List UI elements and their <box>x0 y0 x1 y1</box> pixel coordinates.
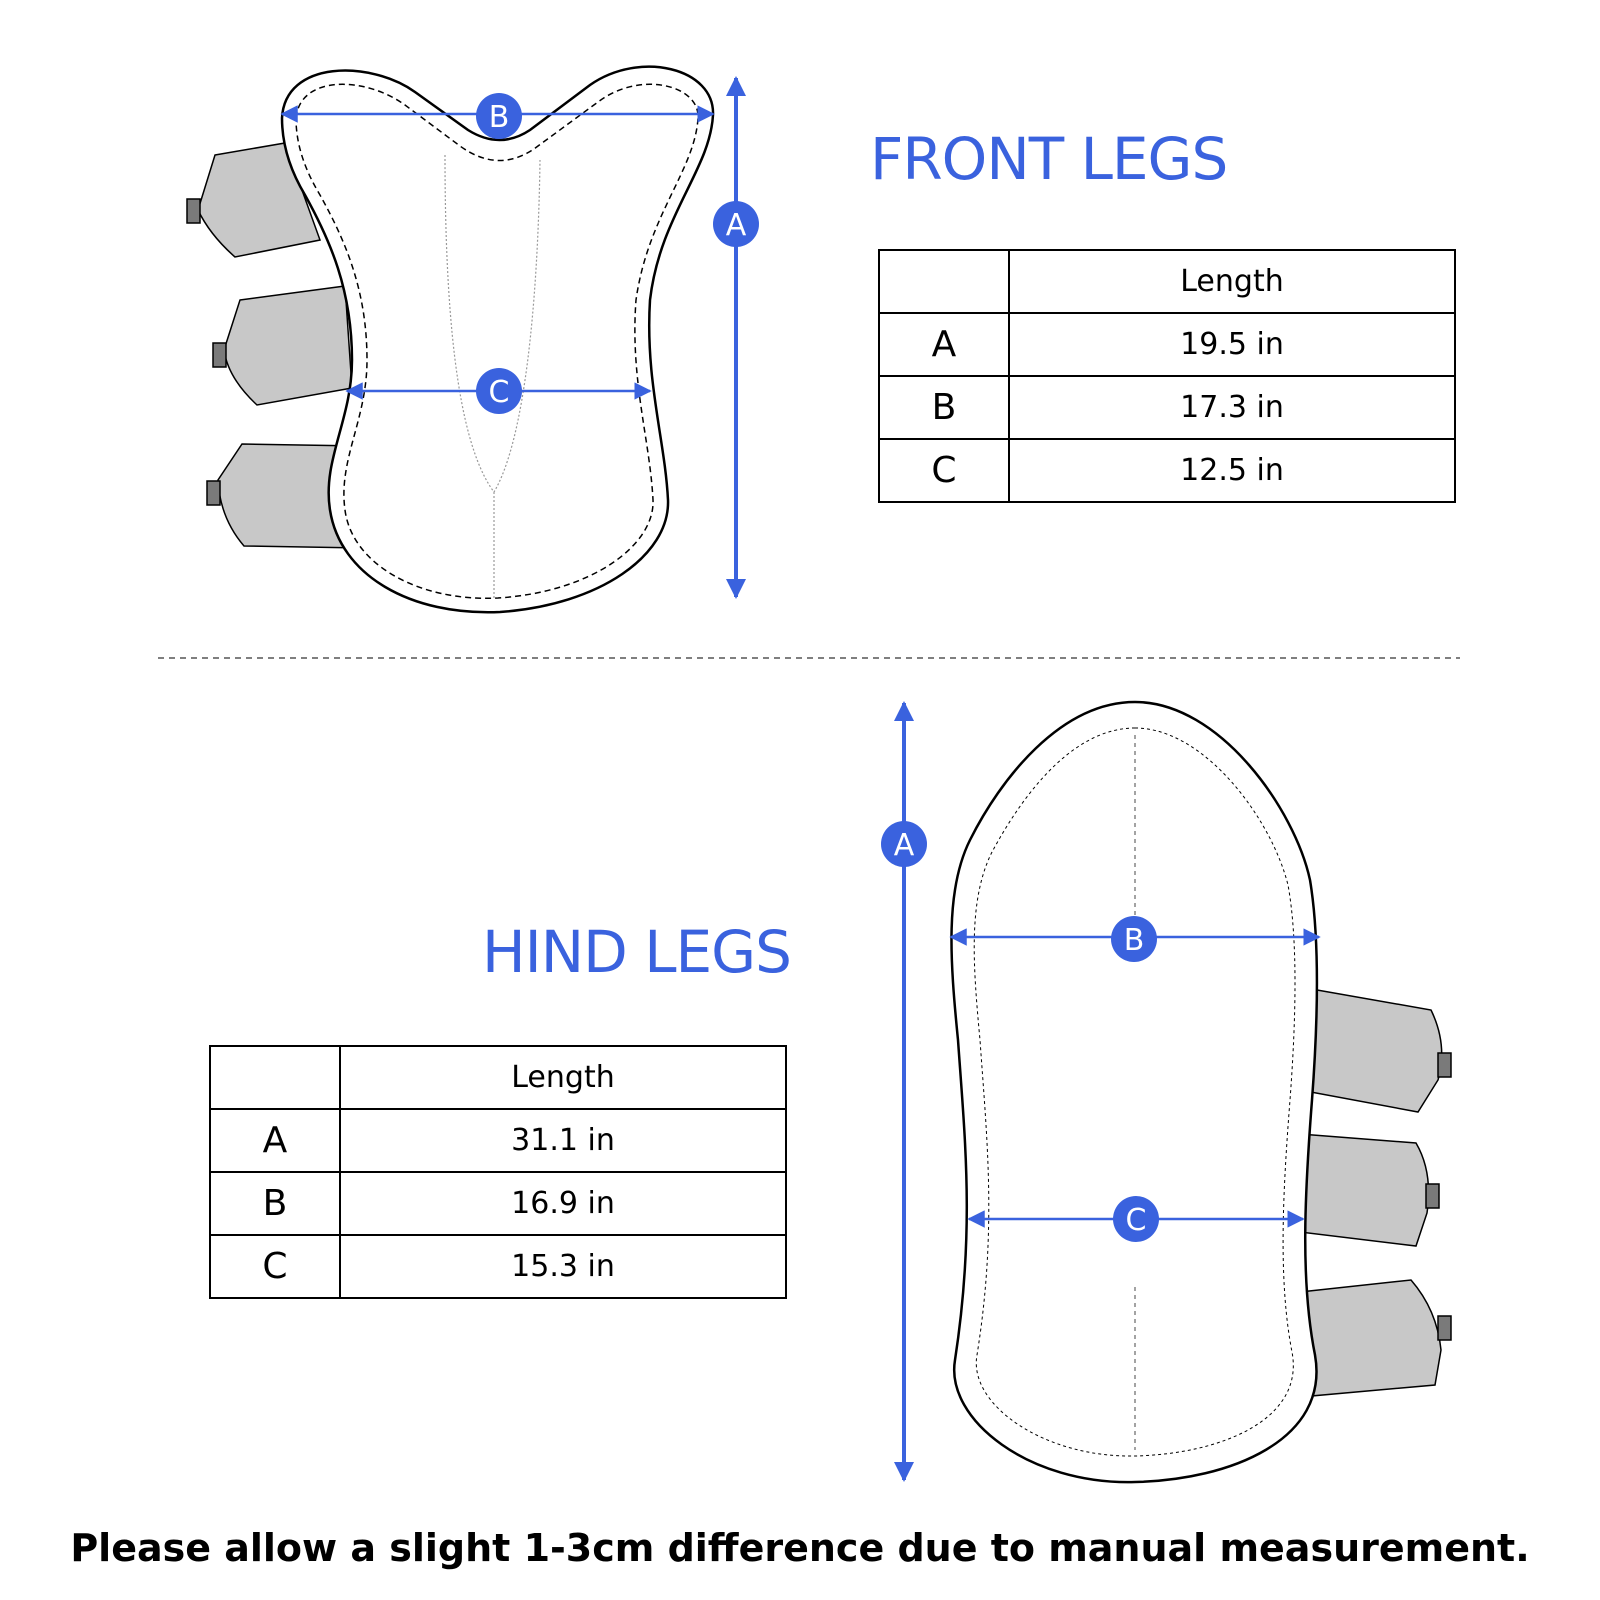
hind-hook-bottom <box>1437 1315 1452 1341</box>
front-boot-stitching <box>295 83 699 600</box>
front-hook-top <box>186 198 201 224</box>
front-boot-center-seam <box>444 154 541 598</box>
table-row: A 19.5 in <box>878 312 1456 377</box>
front-hook-bottom <box>206 480 221 506</box>
table-row-value: 17.3 in <box>1008 375 1456 440</box>
front-legs-size-table: Length A 19.5 in B 17.3 in C 12.5 in <box>878 249 1456 503</box>
table-row-key: B <box>209 1171 341 1236</box>
hind-marker-a-label: A <box>894 828 915 863</box>
hind-strap-top <box>1299 986 1443 1113</box>
front-marker-a-label: A <box>726 208 747 243</box>
hind-hook-middle <box>1425 1183 1440 1209</box>
front-marker-a: A <box>713 201 759 247</box>
hind-marker-c: C <box>1113 1196 1159 1242</box>
front-marker-c-label: C <box>489 375 510 410</box>
table-row-value: 19.5 in <box>1008 312 1456 377</box>
hind-marker-b: B <box>1111 916 1157 962</box>
hind-marker-c-label: C <box>1126 1203 1147 1238</box>
table-header-key <box>209 1045 341 1110</box>
table-header-row: Length <box>878 249 1456 314</box>
hind-legs-title: HIND LEGS <box>482 918 792 986</box>
hind-hook-top <box>1437 1052 1452 1078</box>
hind-boot-straps <box>1299 986 1452 1398</box>
hind-strap-middle <box>1299 1133 1430 1247</box>
table-row-key: B <box>878 375 1010 440</box>
hind-marker-b-label: B <box>1124 923 1145 958</box>
hind-marker-a: A <box>881 821 927 867</box>
table-row: B 16.9 in <box>209 1171 787 1236</box>
table-header-row: Length <box>209 1045 787 1110</box>
table-row-value: 15.3 in <box>339 1234 787 1299</box>
front-boot-straps <box>186 142 363 549</box>
table-row-value: 16.9 in <box>339 1171 787 1236</box>
table-row: C 15.3 in <box>209 1234 787 1299</box>
hind-boot-illustration <box>950 700 1452 1484</box>
table-header-key <box>878 249 1010 314</box>
front-hook-middle <box>212 342 227 368</box>
table-row-value: 31.1 in <box>339 1108 787 1173</box>
table-row-key: C <box>878 438 1010 503</box>
front-marker-b: B <box>476 93 522 139</box>
front-boot-illustration <box>186 65 715 614</box>
front-strap-middle <box>223 285 353 406</box>
table-row-key: C <box>209 1234 341 1299</box>
hind-legs-size-table: Length A 31.1 in B 16.9 in C 15.3 in <box>209 1045 787 1299</box>
front-marker-c: C <box>476 368 522 414</box>
table-row-key: A <box>209 1108 341 1173</box>
table-row: C 12.5 in <box>878 438 1456 503</box>
front-marker-b-label: B <box>489 100 510 135</box>
table-row-key: A <box>878 312 1010 377</box>
table-header-length: Length <box>339 1045 787 1110</box>
hind-strap-bottom <box>1299 1279 1442 1398</box>
table-row-value: 12.5 in <box>1008 438 1456 503</box>
front-legs-title: FRONT LEGS <box>870 125 1228 193</box>
measurement-disclaimer: Please allow a slight 1-3cm difference d… <box>70 1526 1530 1570</box>
table-row: A 31.1 in <box>209 1108 787 1173</box>
front-boot-outline <box>280 65 715 614</box>
hind-boot-outline <box>950 700 1319 1484</box>
table-row: B 17.3 in <box>878 375 1456 440</box>
table-header-length: Length <box>1008 249 1456 314</box>
